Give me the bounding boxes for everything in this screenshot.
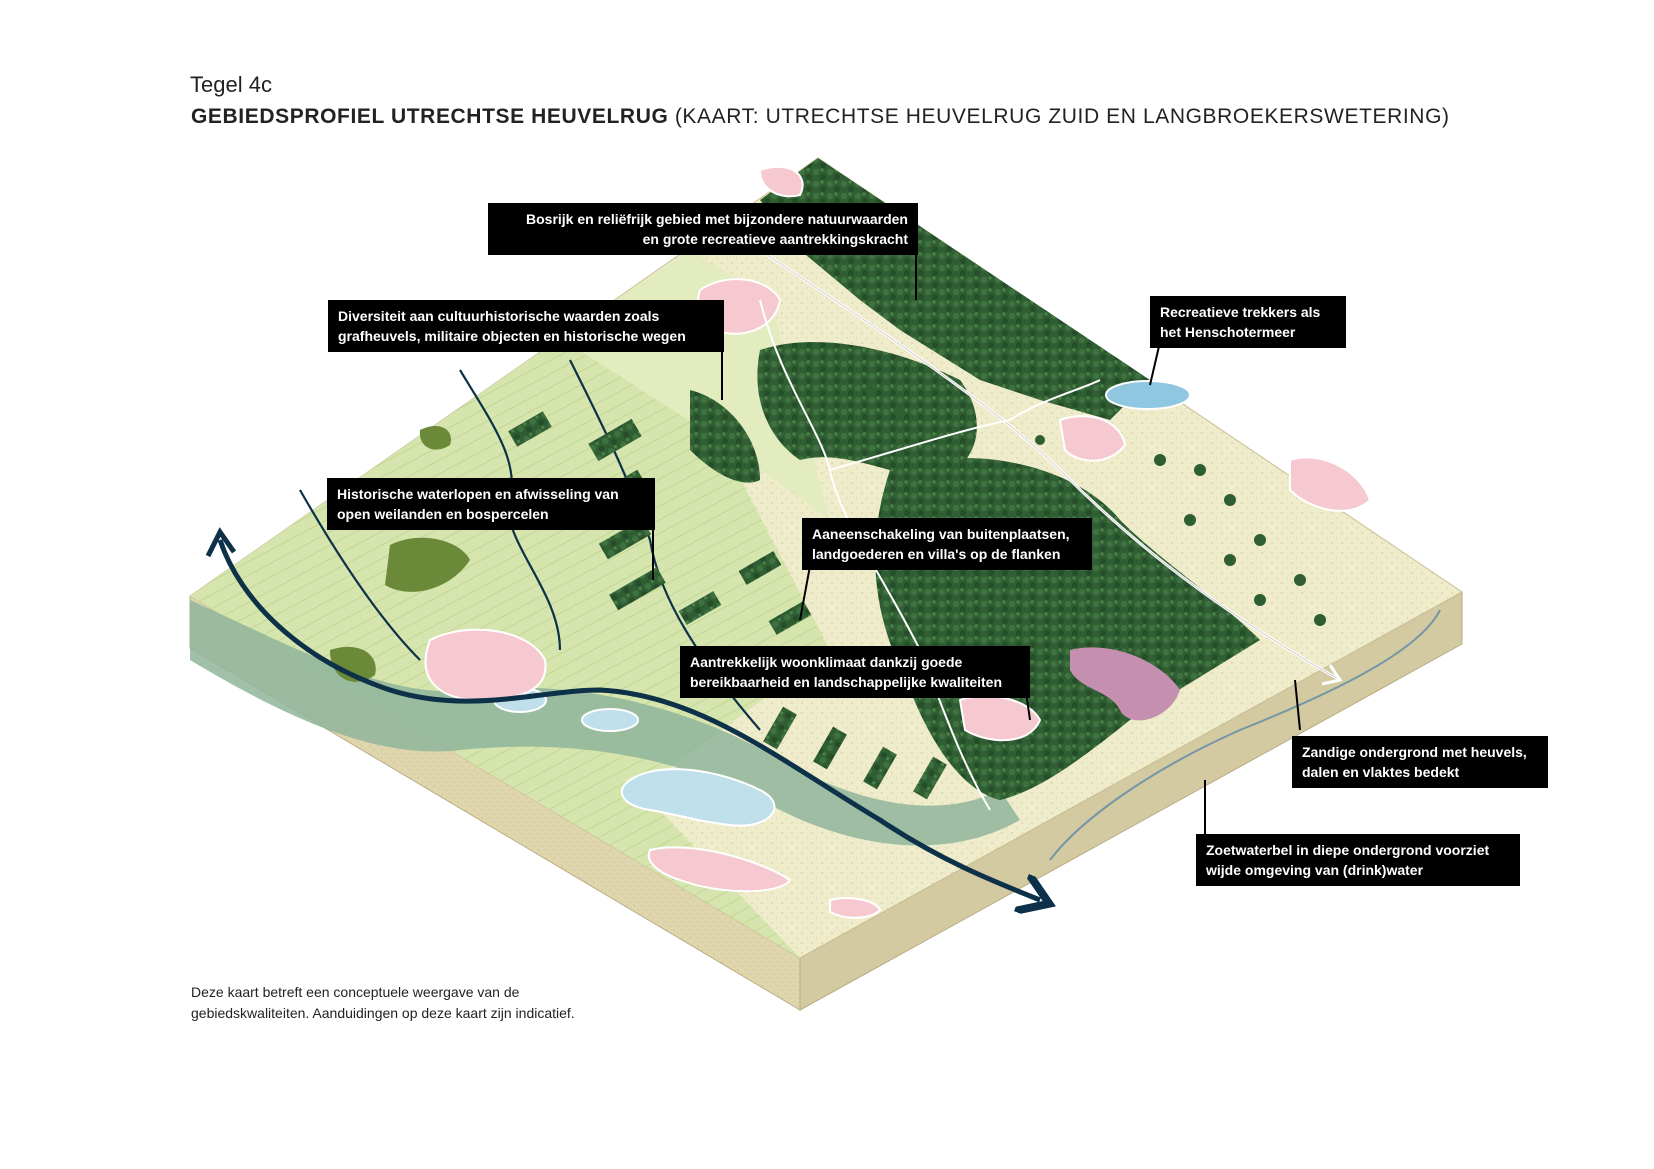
river-arrow-start-head (205, 527, 237, 558)
urban-patch (829, 897, 882, 919)
lake (620, 768, 776, 827)
callout-henschotermeer: Recreatieve trekkers als het Henschoterm… (1150, 296, 1346, 348)
callout-estates: Aaneenschakeling van buitenplaatsen, lan… (802, 518, 1092, 570)
historic-waterway (299, 489, 421, 661)
forest-mass-west-slope (690, 390, 760, 483)
callout-sandy-subsoil: Zandige ondergrond met heuvels, dalen en… (1292, 736, 1548, 788)
heath-area (1070, 647, 1180, 721)
road-arrow-head (1321, 664, 1343, 686)
footnote: Deze kaart betreft een conceptuele weerg… (191, 984, 575, 1021)
callout-groundwater: Zoetwaterbel in diepe ondergrond voorzie… (1196, 834, 1520, 886)
river-arrow (217, 539, 1040, 900)
local-road (829, 419, 1011, 471)
main-road-edge (759, 249, 1341, 681)
pond (581, 708, 639, 732)
urban-patch (647, 846, 792, 893)
scattered-trees (865, 385, 1326, 626)
urban-patch (758, 165, 804, 198)
urban-patch (1289, 456, 1372, 512)
groundwater-flow-arrow (1049, 609, 1441, 861)
callout-waterways: Historische waterlopen en afwisseling va… (327, 478, 655, 530)
callout-heritage: Diversiteit aan cultuurhistorische waard… (328, 300, 724, 352)
tile-label: Tegel 4c (190, 72, 272, 97)
title-main: GEBIEDSPROFIEL UTRECHTSE HEUVELRUG (191, 105, 669, 128)
meadow-woodlots (330, 425, 470, 682)
title-subtitle: (KAART: UTRECHTSE HEUVELRUG ZUID EN LANG… (674, 105, 1450, 128)
forest-mass-central (757, 341, 977, 480)
callout-forest: Bosrijk en reliëfrijk gebied met bijzond… (488, 203, 918, 255)
local-road (1009, 379, 1101, 421)
urban-patch (424, 628, 547, 702)
page-title: GEBIEDSPROFIEL UTRECHTSE HEUVELRUG (KAAR… (191, 105, 1450, 129)
callout-living: Aantrekkelijk woonklimaat dankzij goede … (680, 646, 1030, 698)
henschotermeer-lake (1105, 380, 1191, 410)
urban-patch (1058, 415, 1127, 462)
